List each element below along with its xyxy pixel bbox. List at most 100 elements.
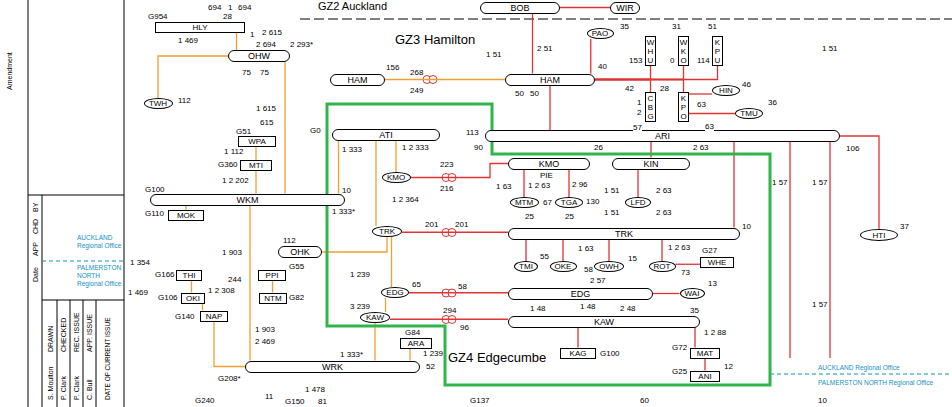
generator-station-box: MAT — [690, 348, 720, 359]
callout-number: 1 2 308 — [208, 286, 235, 295]
callout-number: G140 — [175, 312, 195, 321]
frame-line — [42, 195, 43, 407]
frame-line — [28, 0, 29, 407]
callout-number: 1 469 — [128, 288, 148, 297]
bus-name: ATI — [379, 130, 392, 140]
feeder-line — [595, 80, 651, 93]
station-code: LFD — [630, 198, 645, 207]
bus-name: EDG — [571, 289, 591, 299]
busbar: KMO — [508, 158, 590, 170]
station-code: PAO — [592, 29, 608, 38]
callout-number: G208* — [218, 374, 241, 383]
title-block-text: Amendment — [6, 52, 14, 90]
station-code: NAP — [206, 312, 222, 321]
callout-number: 63 — [697, 100, 706, 109]
callout-number: 13 — [708, 279, 717, 288]
callout-number: 3 239 — [350, 302, 370, 311]
feeder-line — [532, 14, 533, 74]
callout-number: 1 615 — [256, 104, 276, 113]
frame-line — [83, 300, 84, 407]
bus-name: KMO — [539, 159, 560, 169]
callout-number: 1 239 — [350, 270, 370, 279]
busbar: WKM — [150, 194, 345, 206]
busbar: BOB — [480, 2, 560, 14]
callout-number: 50 — [530, 89, 539, 98]
callout-number: G100 — [145, 185, 165, 194]
station-code: TWH — [149, 99, 167, 108]
title-block-text: BY — [32, 203, 40, 212]
feeder-line — [676, 264, 701, 265]
substation-oval: TGA — [555, 197, 583, 208]
callout-number: 10 — [742, 222, 751, 231]
callout-number: 63 — [705, 122, 714, 131]
callout-number: 694 — [208, 3, 221, 12]
busbar: KIN — [612, 158, 690, 170]
feeder-line — [284, 62, 285, 194]
title-block-text: P. Clark — [60, 376, 68, 400]
title-block-text: DATE OF CURRENT ISSUE — [104, 318, 112, 400]
callout-number: 1 51 — [486, 50, 502, 59]
station-box: WHU — [645, 36, 656, 66]
generator-station-box: WHE — [700, 257, 734, 268]
feeder-line — [608, 240, 609, 262]
station-code: TGA — [561, 198, 577, 207]
callout-number: 1 112 — [224, 147, 243, 156]
callout-number: 35 — [690, 306, 699, 315]
busbar: OHW — [228, 50, 290, 62]
callout-number: 55 — [540, 252, 549, 261]
callout-number: 1 478 — [305, 385, 325, 394]
title-block-text: S. Moulton — [47, 367, 55, 400]
feeder-line — [560, 7, 610, 8]
frame-line — [70, 300, 71, 407]
callout-number: 2 694 — [256, 40, 276, 49]
feeder-line — [590, 39, 591, 74]
title-block-text: APP — [32, 242, 40, 256]
substation-oval: TMI — [514, 261, 538, 272]
feeder-line — [255, 171, 256, 194]
callout-number: 1 333 — [342, 145, 362, 154]
callout-number: 2 51 — [537, 44, 553, 53]
feeder-wire — [829, 142, 830, 358]
generator-station-box: OKI — [181, 293, 205, 304]
feeder-line — [411, 164, 509, 178]
callout-number: 114 — [697, 56, 710, 65]
bus-name: BOB — [510, 3, 529, 13]
title-block-text: C. Bull — [86, 379, 94, 400]
feeder-line — [272, 281, 273, 293]
callout-number: G360 — [218, 160, 238, 169]
station-code: THI — [183, 271, 196, 280]
station-box: KPU — [712, 36, 723, 66]
callout-number: 113 — [466, 128, 479, 137]
feeder-line — [595, 66, 684, 80]
callout-number: 75 — [242, 68, 251, 77]
station-code: MTM — [515, 198, 533, 207]
substation-oval: MTM — [510, 197, 539, 208]
office-boundary — [42, 261, 124, 262]
callout-number: 1 2 63 — [528, 181, 550, 190]
callout-number: 1 57 — [812, 178, 828, 187]
feeder-line — [390, 319, 508, 320]
callout-number: G72 — [672, 343, 687, 352]
feeder-line — [322, 237, 387, 252]
callout-number: 1 63 — [578, 244, 594, 253]
callout-number: G240 — [195, 396, 215, 405]
substation-oval: PAO — [587, 28, 614, 39]
office-boundary-label: PALMERSTON NORTH Regional Office — [818, 379, 933, 387]
feeder-line — [595, 66, 718, 80]
busbar: HAM — [330, 74, 385, 86]
callout-number: 1 — [228, 3, 232, 12]
station-code: MAT — [697, 349, 713, 358]
callout-number: G51 — [236, 127, 251, 136]
bus-name: WIR — [616, 3, 634, 13]
callout-number: 31 — [672, 22, 681, 31]
callout-number: 12 — [724, 362, 733, 371]
callout-number: 46 — [742, 80, 751, 89]
feeder-line — [661, 240, 662, 262]
callout-number: G0 — [310, 126, 321, 135]
callout-number: 2 293* — [290, 40, 313, 49]
feeder-line — [653, 293, 680, 294]
title-block-text: CHD — [32, 219, 40, 234]
generator-station-box: HLY — [155, 22, 245, 33]
